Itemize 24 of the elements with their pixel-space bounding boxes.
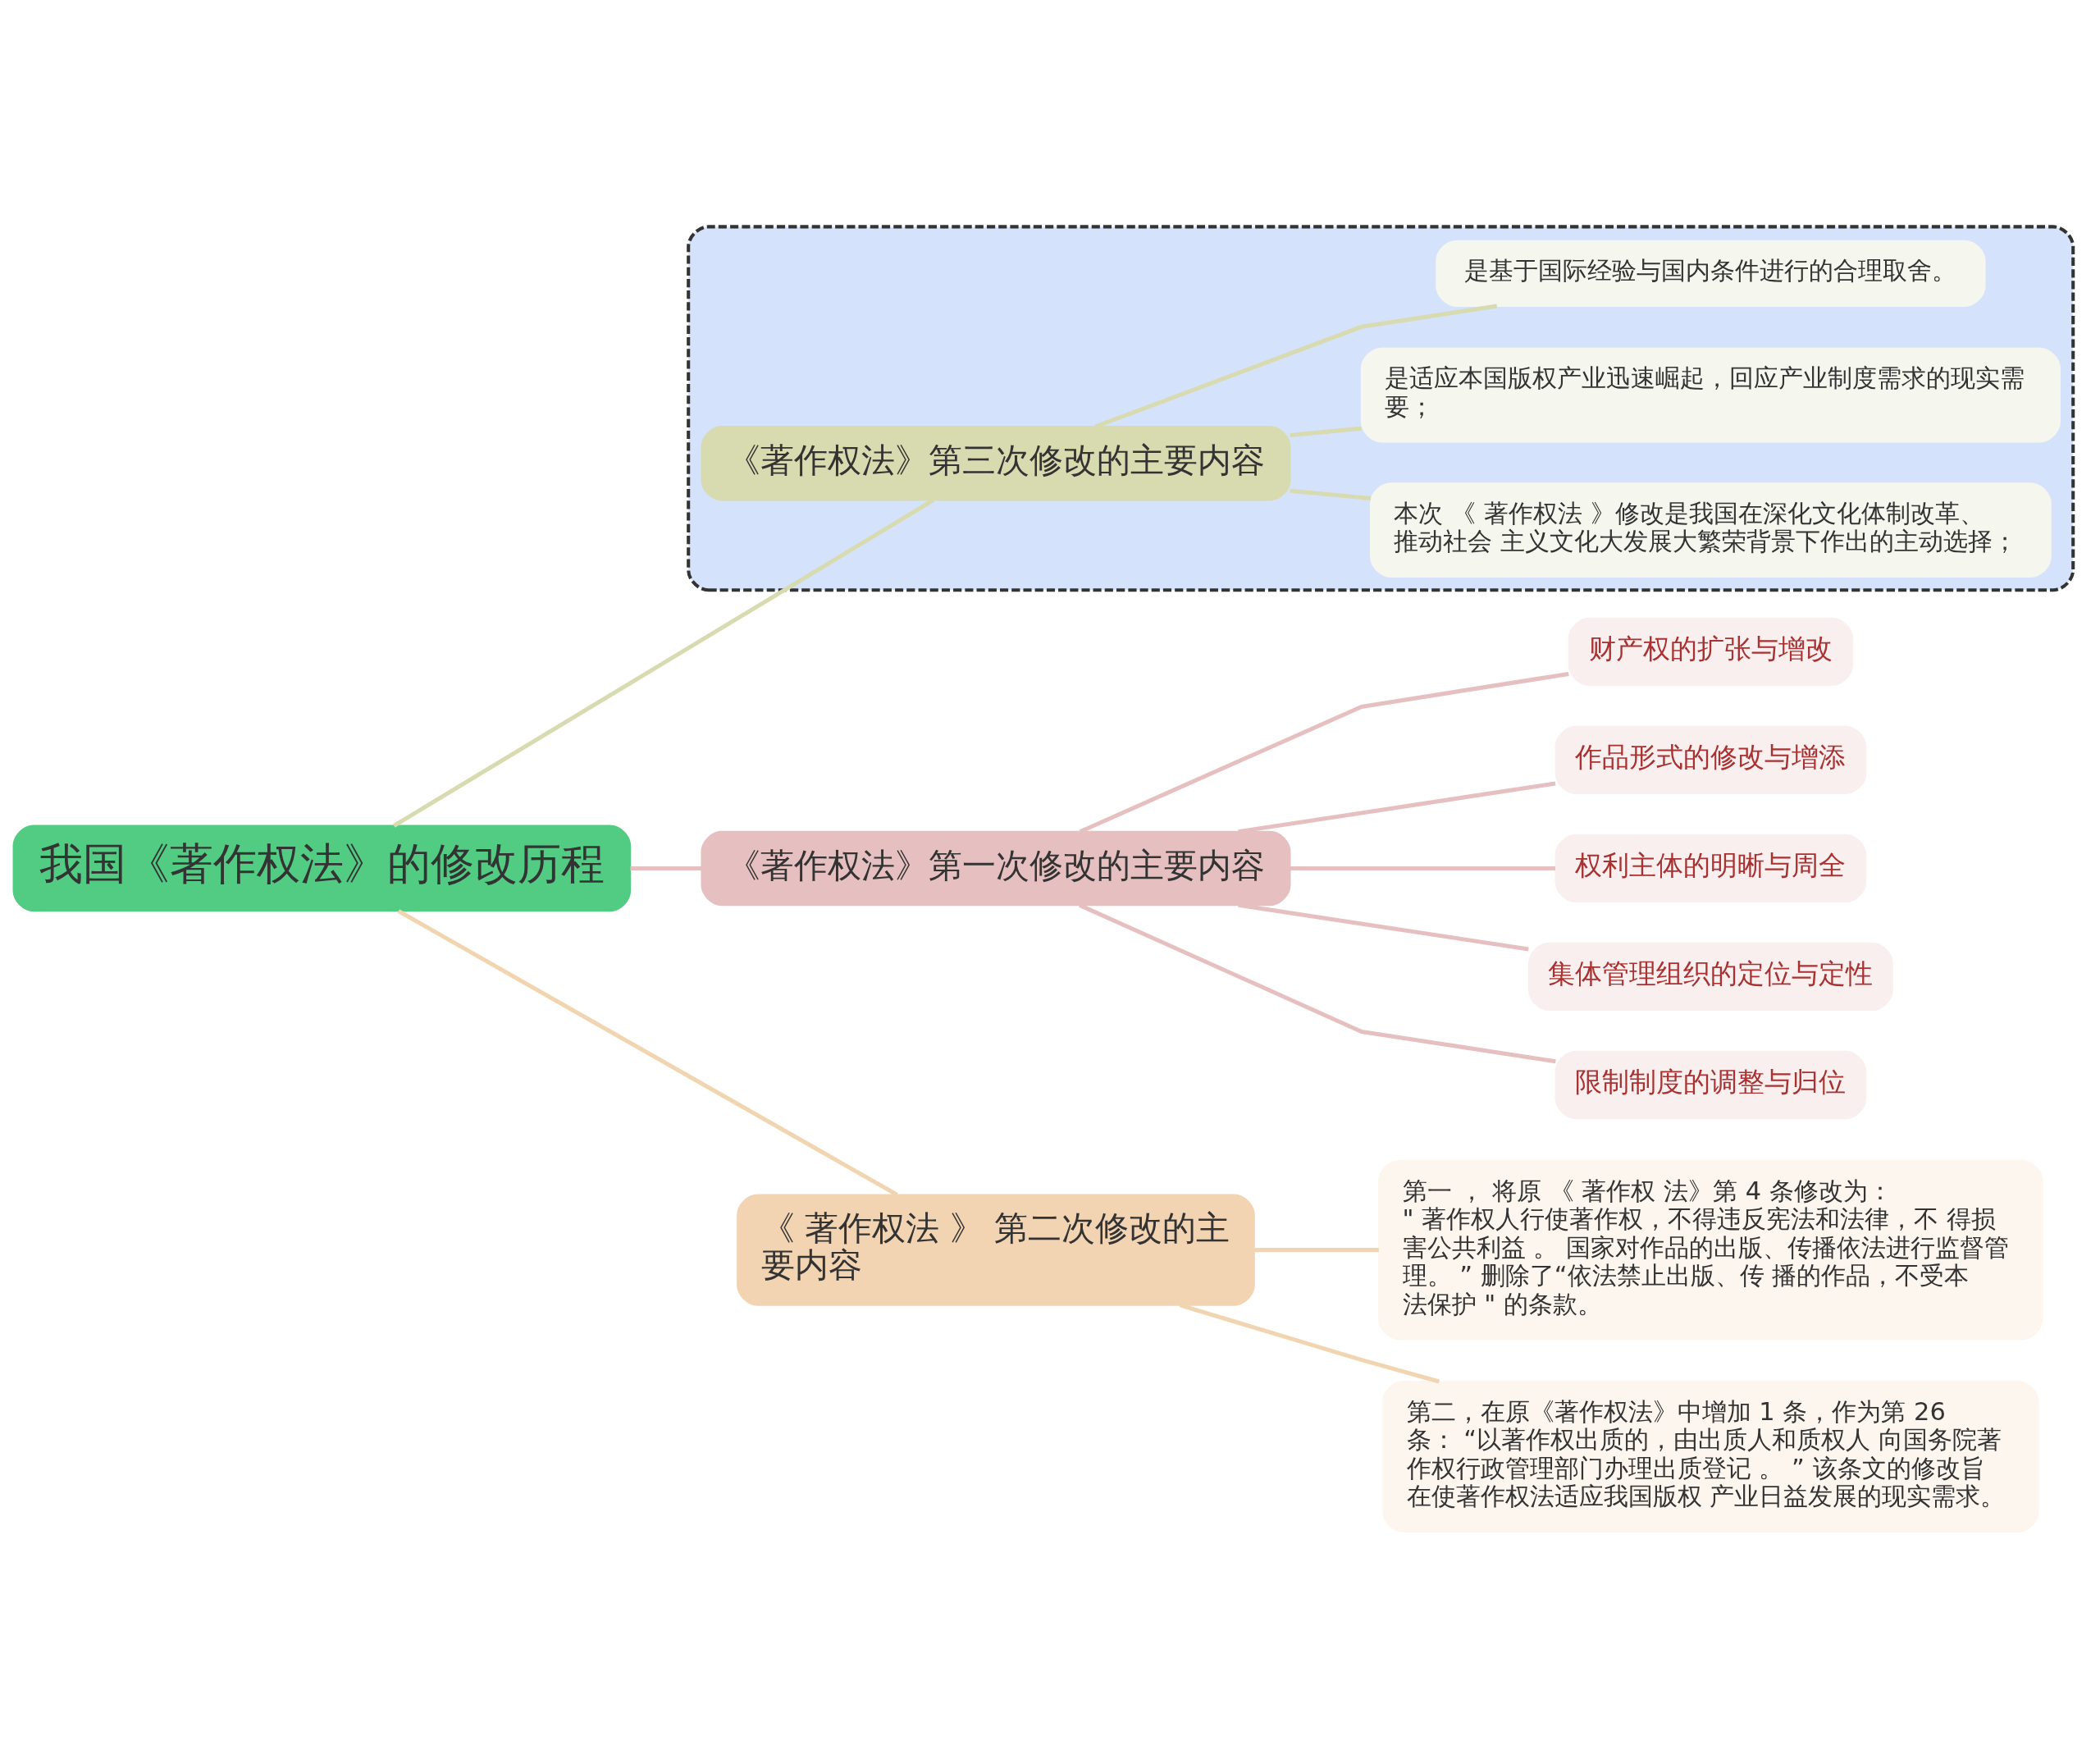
connector (1254, 1248, 1379, 1253)
node-box: 权利主体的明晰与周全 (1554, 834, 1867, 903)
connector (393, 498, 935, 828)
connector (1290, 866, 1556, 870)
cluster (687, 225, 2075, 592)
node-box: 《著作权法》第三次修改的主要内容 (701, 426, 1291, 501)
node-box: 作品形式的修改与增添 (1554, 725, 1867, 795)
connector (630, 866, 701, 870)
node-box: 《著作权法》第一次修改的主要内容 (701, 830, 1291, 907)
node-box: 集体管理组织的定位与定性 (1528, 942, 1893, 1012)
node-box: 是基于国际经验与国内条件进行的合理取舍。 (1436, 240, 1986, 307)
node-box: 是适应本国版权产业迅速崛起，回应产业制度需求的现实需要； (1360, 347, 2061, 443)
node-box: 第二，在原《著作权法》中增加 1 条，作为第 26 条： “以著作权出质的，由出质人和质权人 向国务院著作权行政管理部门办理出质登记 。 ” 该条文的修改旨在使著作权法适应我国版权 产业日益发展的现实需求。 (1382, 1381, 2039, 1533)
node-box: 限制制度的调整与归位 (1554, 1050, 1867, 1120)
node-box: 本次 《 著作权法 》修改是我国在深化文化体制改革、推动社会 主义文化大发展大繁荣背景下作出的主动选择； (1370, 482, 2052, 578)
node-box: 财产权的扩张与增改 (1568, 617, 1854, 686)
connector (1290, 488, 1372, 500)
connector (1179, 1303, 1440, 1384)
connector (1079, 903, 1556, 1064)
connector (397, 909, 898, 1197)
node-box: 《 著作权法 》 第二次修改的主要内容 (737, 1194, 1255, 1306)
node-box: 第一 ， 将原 《 著作权 法》第 4 条修改为： " 著作权人行使著作权，不得违反宪法和法律，不 得损害公共利益 。 国家对作品的出版、传播依法进行监督管理。 ” 删除了“依法禁止出版、传 播的作品，不受本法保护 " 的条款。 (1378, 1159, 2043, 1341)
node-box: 我国《著作权法》的修改历程 (12, 825, 632, 912)
connector (1290, 426, 1362, 438)
